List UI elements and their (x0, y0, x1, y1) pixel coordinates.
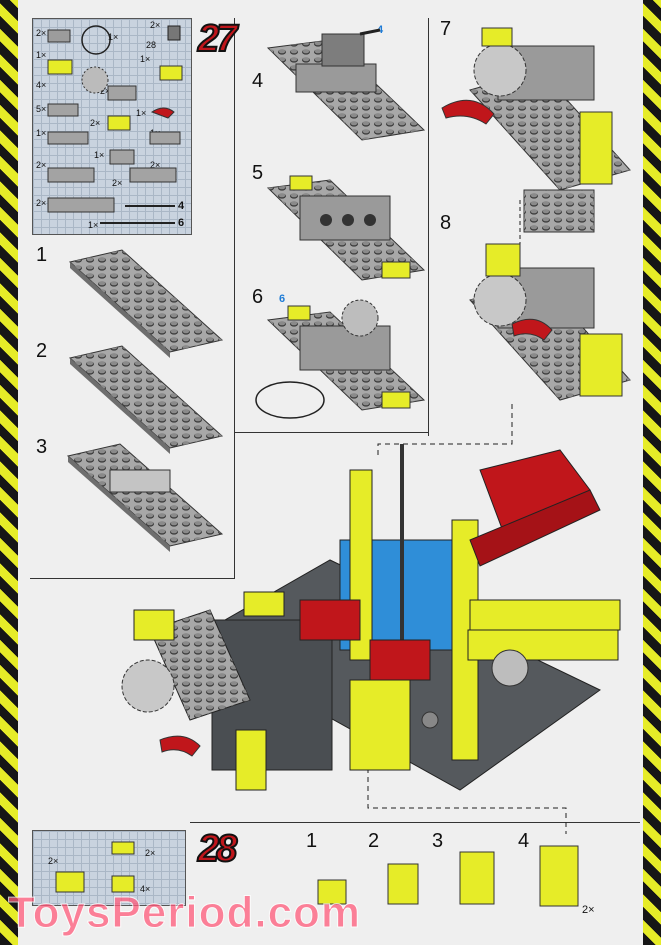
hazard-stripe-left (0, 0, 18, 945)
qty-label: 4× (140, 884, 151, 894)
step28-number-1: 1 (306, 830, 318, 852)
divider-horizontal-2 (30, 578, 235, 579)
qty-label: 2× (36, 160, 47, 170)
callout-6: 6 (279, 293, 286, 305)
step2-plates (68, 345, 224, 454)
section-number-27: 27 (197, 17, 238, 61)
step1-plate (68, 249, 224, 358)
qty-label: 2× (36, 28, 47, 38)
divider-vertical-2 (428, 18, 429, 436)
step5-assembly (266, 175, 426, 281)
step-number-4: 4 (252, 70, 264, 92)
qty-label: 4× (36, 80, 47, 90)
qty-label: 2× (150, 20, 161, 30)
step-number-7: 7 (440, 18, 452, 40)
hook-icon (150, 107, 175, 119)
parts-list-28 (32, 830, 186, 906)
qty-label: 2× (582, 904, 595, 916)
qty-label: 1× (140, 54, 151, 64)
step-number-1: 1 (36, 244, 48, 266)
step4-assembly (266, 28, 426, 141)
qty-label: 1× (108, 32, 119, 42)
qty-label: 1× (88, 220, 99, 230)
step28-number-3: 3 (432, 830, 444, 852)
divider-vertical-1 (234, 18, 235, 578)
divider-horizontal-3 (190, 822, 640, 823)
callout-4: 4 (377, 24, 384, 36)
connector-line (377, 404, 513, 456)
step6-assembly (255, 299, 426, 419)
hazard-stripe-right (643, 0, 661, 945)
qty-label: 2× (112, 178, 123, 188)
qty-label: 1× (36, 128, 47, 138)
axle-length-label: 6 (178, 217, 185, 229)
qty-label: 2× (100, 86, 111, 96)
step28-builds (317, 845, 579, 907)
step-number-3: 3 (36, 436, 48, 458)
qty-label: 28 (146, 40, 157, 50)
qty-label: 5× (36, 104, 47, 114)
step3-plates (66, 443, 224, 552)
qty-label: 2× (145, 848, 156, 858)
qty-label: 1× (36, 50, 47, 60)
step-number-8: 8 (440, 212, 452, 234)
qty-label: 1× (136, 108, 147, 118)
qty-label: 2× (48, 856, 59, 866)
qty-label: 2× (90, 118, 101, 128)
step8-assembly (469, 189, 631, 401)
step7-assembly (441, 27, 631, 191)
divider-horizontal-1 (234, 432, 428, 433)
connector-line (367, 750, 567, 834)
qty-label: 1× (94, 150, 105, 160)
step-number-2: 2 (36, 340, 48, 362)
step28-number-2: 2 (368, 830, 380, 852)
step-number-6: 6 (252, 286, 264, 308)
qty-label: 2× (150, 160, 161, 170)
step-number-5: 5 (252, 162, 264, 184)
main-model (121, 444, 621, 791)
section-number-28: 28 (197, 827, 238, 871)
step28-number-4: 4 (518, 830, 530, 852)
parts-icons (47, 25, 183, 224)
qty-label: 2× (36, 198, 47, 208)
axle-length-label: 4 (178, 200, 185, 212)
gear-icon (81, 66, 109, 94)
string-icon (81, 25, 111, 55)
watermark: ToysPeriod.com (7, 888, 362, 938)
step28-parts (55, 841, 135, 893)
